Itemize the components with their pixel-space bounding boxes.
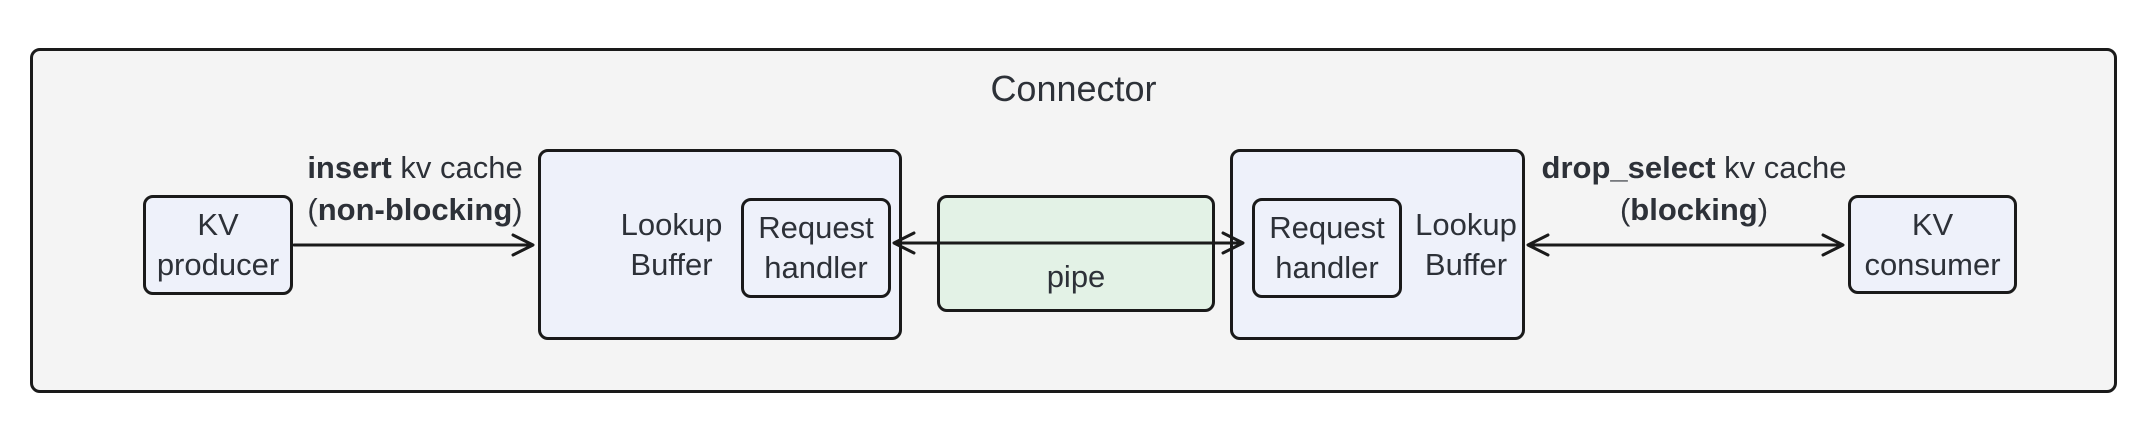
drop-select-edge-label-line1: drop_select kv cache bbox=[1541, 150, 1847, 185]
pipe-label: pipe bbox=[1046, 259, 1106, 294]
request-handler-right-node: Request handler bbox=[1252, 198, 1402, 298]
kv-producer-label: KV producer bbox=[156, 207, 280, 282]
drop-select-edge-label: drop_select kv cache (blocking) bbox=[1494, 147, 1894, 231]
kv-consumer-label: KV consumer bbox=[1864, 206, 2001, 282]
lookup-buffer-right-node: Request handler Lookup Buffer bbox=[1230, 149, 1525, 340]
request-handler-left-label: Request handler bbox=[758, 210, 874, 285]
request-handler-right-label: Request handler bbox=[1269, 210, 1385, 285]
insert-edge-label-line1: insert kv cache bbox=[307, 150, 523, 185]
drop-select-edge-label-line2: (blocking) bbox=[1619, 192, 1769, 227]
insert-edge-label-line2: (non-blocking) bbox=[307, 192, 523, 227]
lookup-buffer-right-label: Lookup Buffer bbox=[1415, 206, 1517, 282]
kv-producer-node: KV producer bbox=[143, 195, 293, 295]
kv-consumer-node: KV consumer bbox=[1848, 195, 2017, 294]
connector-title: Connector bbox=[990, 68, 1157, 109]
pipe-node: pipe bbox=[937, 195, 1215, 312]
lookup-buffer-left-node: Lookup Buffer Request handler bbox=[538, 149, 902, 340]
request-handler-left-node: Request handler bbox=[741, 198, 891, 298]
lookup-buffer-left-label: Lookup Buffer bbox=[620, 206, 723, 282]
insert-edge-label: insert kv cache (non-blocking) bbox=[215, 147, 615, 231]
